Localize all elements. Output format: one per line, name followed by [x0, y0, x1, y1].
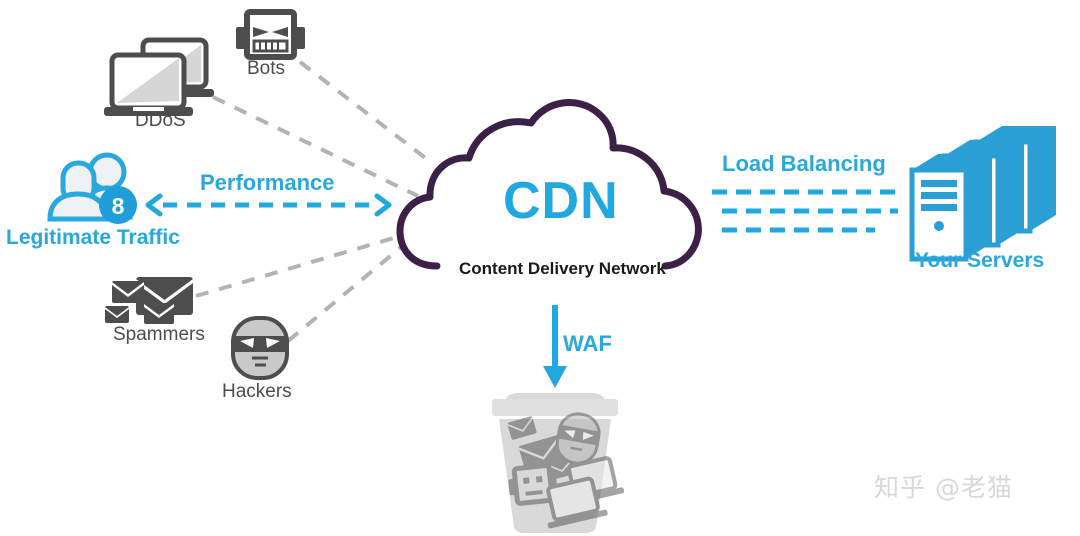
envelope-small-right — [144, 303, 174, 324]
your-servers-label: Your Servers — [915, 249, 1045, 272]
legit-badge-text: 8 — [112, 193, 125, 219]
legitimate-traffic-icon: 8 — [47, 152, 137, 224]
load-balancing-lines — [712, 189, 898, 233]
hackers-label: Hackers — [222, 381, 292, 402]
server-tower-1 — [909, 154, 992, 262]
discarded-items — [507, 412, 625, 529]
spammers-label: Spammers — [113, 324, 205, 345]
watermark-text: 知乎 @老猫 — [874, 473, 1013, 502]
envelope-small-left — [105, 306, 129, 323]
bots-label: Bots — [247, 58, 286, 79]
envelope-medium — [112, 281, 144, 303]
cdn-title: CDN — [503, 172, 619, 230]
cdn-cloud-icon — [396, 99, 702, 270]
flow-line-spammers — [195, 233, 405, 298]
threat-flow-lines — [195, 60, 434, 343]
hackers-icon — [231, 316, 289, 380]
performance-arrow — [145, 193, 392, 217]
bots-icon — [236, 9, 305, 60]
trash-can-icon — [492, 393, 625, 533]
servers-icon — [909, 126, 1056, 262]
waf-arrow — [543, 305, 567, 388]
ddos-icon — [104, 37, 214, 116]
spammers-icon — [105, 277, 193, 324]
flow-line-hackers — [286, 241, 408, 343]
flow-line-bots — [298, 60, 434, 165]
performance-label: Performance — [200, 170, 335, 195]
legitimate-traffic-label: Legitimate Traffic — [6, 226, 180, 249]
cdn-subtitle: Content Delivery Network — [459, 259, 666, 278]
load-balancing-label: Load Balancing — [722, 151, 886, 176]
waf-label: WAF — [563, 331, 612, 356]
ddos-label: DDoS — [135, 110, 186, 131]
